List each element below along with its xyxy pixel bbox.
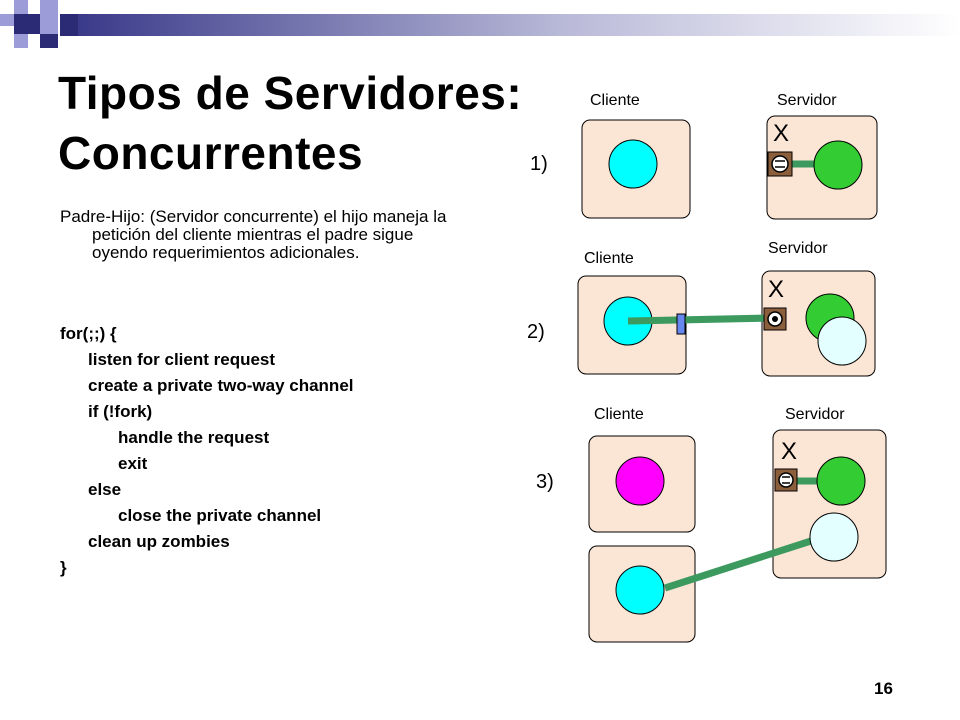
- server-child-process: [809, 512, 859, 562]
- server-label: Servidor: [768, 240, 828, 257]
- socket-plug: [771, 155, 789, 173]
- code-line: create a private two-way channel: [88, 376, 354, 395]
- code-line: }: [60, 558, 67, 577]
- code-line: exit: [118, 454, 148, 473]
- step-number: 2): [527, 321, 545, 343]
- deco-square: [0, 14, 14, 26]
- server-label: Servidor: [785, 406, 845, 423]
- header-gradient-bar: [78, 14, 960, 36]
- client-label: Cliente: [590, 92, 640, 109]
- server-parent-process: [816, 456, 866, 506]
- client-process: [608, 139, 658, 189]
- code-line: clean up zombies: [88, 532, 230, 551]
- private-channel: [627, 314, 773, 325]
- header-decoration: [0, 0, 960, 48]
- private-channel: [663, 536, 816, 592]
- deco-square: [60, 14, 78, 36]
- slide-title-line-1: Tipos de Servidores:: [58, 67, 523, 119]
- code-line: if (!fork): [88, 402, 153, 421]
- x-mark: X: [781, 438, 798, 465]
- step-number: 3): [536, 471, 554, 493]
- client-process: [615, 565, 665, 615]
- client-channel-end: [676, 313, 686, 335]
- deco-square: [40, 34, 58, 48]
- client-label: Cliente: [584, 250, 634, 267]
- code-line: handle the request: [118, 428, 270, 447]
- x-mark: X: [773, 120, 790, 147]
- server-child-process: [817, 316, 867, 366]
- deco-square: [14, 0, 28, 14]
- code-line: for(;;) {: [60, 324, 117, 343]
- deco-square: [14, 34, 28, 48]
- server-parent-process: [813, 140, 863, 190]
- step-number: 1): [530, 153, 548, 175]
- deco-square: [40, 14, 58, 34]
- description-text: Padre-Hijo: (Servidor concurrente) el hi…: [60, 207, 447, 262]
- client-label: Cliente: [594, 406, 644, 423]
- page-number: 16: [874, 679, 893, 698]
- x-mark: X: [768, 276, 785, 303]
- code-line: else: [88, 480, 122, 499]
- code-line: close the private channel: [118, 506, 322, 525]
- deco-square: [40, 0, 58, 14]
- deco-square: [14, 14, 40, 34]
- client-process-new: [615, 456, 665, 506]
- slide-title-line-2: Concurrentes: [58, 127, 364, 179]
- socket-plug: [778, 472, 794, 488]
- code-line: listen for client request: [88, 350, 276, 369]
- server-label: Servidor: [777, 92, 837, 109]
